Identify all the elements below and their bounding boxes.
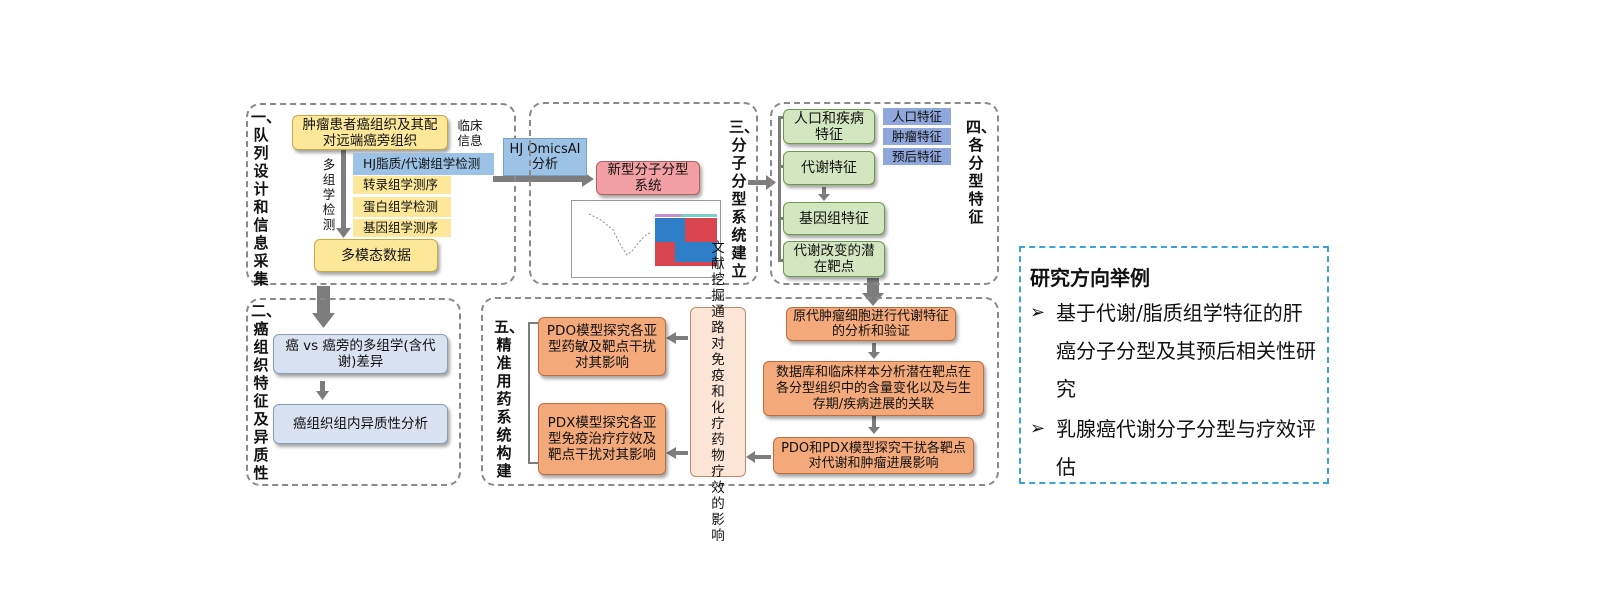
clustering-plot-image (571, 200, 721, 278)
section5-title: 五、精准用药系统构建 (494, 318, 525, 480)
section-tissue-heterogeneity (246, 298, 461, 486)
database-analysis-box: 数据库和临床样本分析潜在靶点在各分型组织中的含量变化以及与生存期/疾病进展的关联 (763, 361, 984, 416)
section-cohort-design (246, 103, 516, 285)
lipid-metabolomics-tag: HJ脂质/代谢组学检测 (353, 153, 494, 175)
research-directions-panel: 研究方向举例 ➢ 基于代谢/脂质组学特征的肝癌分子分型及其预后相关性研究 ➢ 乳… (1019, 246, 1329, 484)
clinical-info-label: 临床信息 (457, 118, 483, 148)
transcriptomics-tag: 转录组学测序 (353, 176, 451, 194)
bullet-arrow-icon: ➢ (1030, 302, 1046, 323)
intratumor-heterogeneity-box: 癌组织组内异质性分析 (273, 404, 448, 444)
research-item: ➢ 基于代谢/脂质组学特征的肝癌分子分型及其预后相关性研究 (1030, 294, 1320, 408)
section-subtyping-system (529, 102, 758, 285)
research-item-text: 基于代谢/脂质组学特征的肝癌分子分型及其预后相关性研究 (1056, 301, 1316, 401)
pdo-model-box: PDO模型探究各亚型药敏及靶点干扰对其影响 (538, 317, 666, 376)
primary-cell-validation-box: 原代肿瘤细胞进行代谢特征的分析和验证 (786, 307, 956, 341)
prognosis-tag: 预后特征 (883, 148, 951, 165)
section4-title: 四、各分型特征 (966, 118, 997, 226)
section3-title: 三、分子分型系统建立 (729, 118, 760, 280)
section-precision-medicine (481, 297, 999, 486)
patient-tissue-box: 肿瘤患者癌组织及其配对远端癌旁组织 (292, 115, 448, 150)
section1-title: 一、队列设计和信息采集 (251, 108, 282, 288)
tumor-feature-tag: 肿瘤特征 (883, 128, 951, 145)
omics-ai-box: HJ OmicsAI分析 (503, 138, 587, 176)
demographic-feature-box: 人口和疾病特征 (783, 109, 875, 144)
pdx-model-box: PDX模型探究各亚型免疫治疗疗效及靶点干扰对其影响 (538, 403, 666, 475)
research-item-text: 乳腺癌代谢分子分型与疗效评估 (1056, 417, 1316, 479)
research-title: 研究方向举例 (1030, 266, 1150, 290)
section2-title: 二、癌组织特征及异质性 (251, 302, 282, 482)
metabolic-target-box: 代谢改变的潜在靶点 (783, 241, 885, 277)
genomic-feature-box: 基因组特征 (783, 202, 885, 235)
metabolic-feature-box: 代谢特征 (783, 151, 875, 185)
section-subtype-features (770, 102, 999, 285)
bullet-arrow-icon: ➢ (1030, 418, 1046, 439)
subtype-system-box: 新型分子分型系统 (596, 161, 700, 195)
literature-mining-box: 文献挖掘通路对免疫和化疗药物疗效的影响 (690, 240, 746, 544)
multimodal-data-box: 多模态数据 (314, 239, 438, 272)
tumor-vs-normal-box: 癌 vs 癌旁的多组学(含代谢)差异 (273, 334, 448, 374)
proteomics-tag: 蛋白组学检测 (353, 197, 451, 217)
pdo-pdx-target-box: PDO和PDX模型探究干扰各靶点对代谢和肿瘤进展影响 (773, 437, 974, 474)
genomics-tag: 基因组学测序 (353, 219, 451, 237)
demographic-tag: 人口特征 (883, 108, 951, 125)
research-item: ➢ 乳腺癌代谢分子分型与疗效评估 (1030, 410, 1320, 486)
multiomics-label: 多组学检测 (322, 157, 336, 232)
